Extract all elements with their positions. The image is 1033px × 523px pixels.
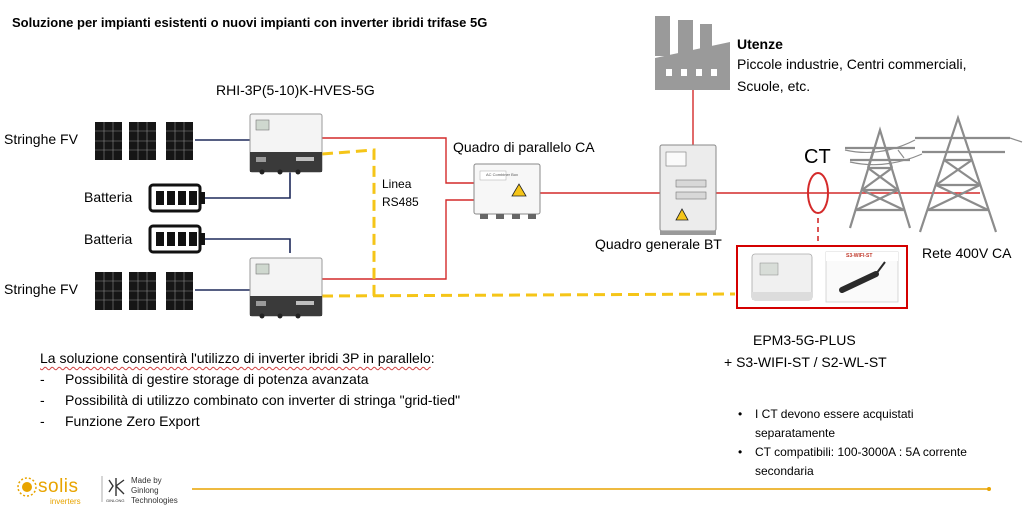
battery-icon-top — [148, 183, 205, 213]
main-panel-label: Quadro generale BT — [595, 236, 722, 252]
hybrid-inverter-top — [249, 113, 323, 175]
description-bullet: -Funzione Zero Export — [40, 413, 200, 429]
factory-icon — [655, 16, 730, 90]
wifi-stick-card — [825, 251, 899, 303]
meter-model-line1: EPM3-5G-PLUS — [753, 332, 856, 348]
ct-note-line: I CT devono essere acquistati — [755, 407, 914, 421]
meter-kit-box — [736, 245, 908, 309]
loads-description-line2: Scuole, etc. — [737, 78, 811, 94]
brand-subtitle: inverters — [50, 497, 81, 506]
pv-panel — [95, 272, 122, 310]
description-bullet-text: Funzione Zero Export — [65, 413, 200, 429]
ginlong-logo-icon — [108, 478, 125, 496]
description-intro-suffix: : — [430, 350, 435, 366]
pv-panel — [129, 272, 156, 310]
rs485-label-line1: Linea — [382, 177, 412, 191]
main-panel-cabinet — [659, 144, 717, 235]
ac-combiner-label: Quadro di parallelo CA — [453, 139, 595, 155]
solis-logo-icon — [17, 477, 37, 497]
loads-description-line1: Piccole industrie, Centri commerciali, — [737, 56, 967, 72]
maker-line1: Made by — [131, 476, 162, 485]
battery-label-bottom: Batteria — [84, 231, 133, 247]
pv-panel — [129, 122, 156, 160]
pv-strings-label-top: Stringhe FV — [4, 131, 78, 147]
description-intro-text: La soluzione consentirà l'utilizzo di in… — [40, 350, 431, 366]
battery-icon-bottom — [148, 224, 205, 254]
rs485-label-line2: RS485 — [382, 195, 419, 209]
ac-combiner-panel-text: AC Combiner Box — [486, 172, 519, 177]
maker-logo-text: GINLONG — [106, 498, 125, 503]
description-intro: La soluzione consentirà l'utilizzo di in… — [40, 348, 460, 369]
pv-string-bottom — [95, 272, 193, 310]
description-bullet: -Possibilità di utilizzo combinato con i… — [40, 392, 461, 408]
hybrid-inverter-bottom — [249, 257, 323, 319]
pv-panel — [166, 122, 193, 160]
ct-note-line: CT compatibili: 100-3000A : 5A corrente — [755, 445, 967, 459]
description-bullet-text: Possibilità di gestire storage di potenz… — [65, 371, 369, 387]
ac-combiner-box — [473, 163, 541, 219]
inverter-model-label: RHI-3P(5-10)K-HVES-5G — [216, 82, 375, 98]
dc-lines — [195, 139, 291, 291]
battery-label-top: Batteria — [84, 189, 133, 205]
energy-meter-icon — [751, 253, 813, 301]
solution-description: La soluzione consentirà l'utilizzo di in… — [40, 348, 460, 432]
ct-note: •CT compatibili: 100-3000A : 5A corrente… — [738, 445, 967, 478]
ct-label: CT — [804, 146, 831, 168]
ct-note-line: secondaria — [755, 464, 814, 478]
pv-strings-label-bottom: Stringhe FV — [4, 281, 78, 297]
grid-label: Rete 400V CA — [922, 245, 1012, 261]
pv-string-top — [95, 122, 193, 160]
maker-line2: Ginlong — [131, 486, 159, 495]
description-bullet: -Possibilità di gestire storage di poten… — [40, 371, 369, 387]
ct-note-line: separatamente — [755, 426, 836, 440]
power-towers-icon — [844, 114, 1023, 233]
description-bullet-text: Possibilità di utilizzo combinato con in… — [65, 392, 461, 408]
wifi-stick-tag: S3-WIFI-ST — [846, 253, 873, 259]
page-title: Soluzione per impianti esistenti o nuovi… — [12, 15, 488, 30]
maker-line3: Technologies — [131, 496, 178, 505]
meter-model-line2: + S3-WIFI-ST / S2-WL-ST — [724, 354, 887, 370]
footer-rule-end — [987, 487, 991, 491]
ct-sensor — [807, 172, 829, 214]
brand-name: solis — [38, 476, 79, 497]
pv-panel — [95, 122, 122, 160]
loads-title: Utenze — [737, 36, 783, 52]
ac-lines — [322, 90, 980, 280]
rs485-lines — [321, 148, 736, 298]
pv-panel — [166, 272, 193, 310]
